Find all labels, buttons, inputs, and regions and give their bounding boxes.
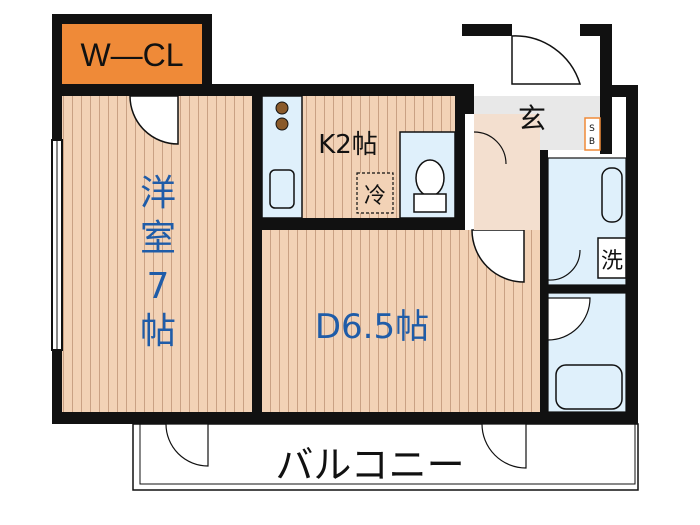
stove-burner-icon	[275, 101, 289, 115]
sink-icon	[269, 169, 295, 209]
fridge-space	[356, 172, 394, 214]
entrance-label: 玄	[518, 102, 546, 135]
kitchen: K2帖 冷	[261, 95, 456, 219]
shoe-box-label-s: S	[589, 124, 595, 134]
western-room-label-4: 帖	[140, 311, 176, 352]
kitchen-label: K2帖	[318, 130, 378, 160]
washer-label: 洗	[601, 249, 623, 274]
bathroom	[547, 292, 627, 413]
walk-in-closet: W—CL	[62, 24, 202, 84]
balcony: バルコニー	[132, 423, 639, 491]
bathtub-icon	[555, 364, 623, 410]
western-room-label-3: 7	[147, 266, 170, 307]
washer-space	[597, 237, 627, 279]
western-room: 洋 室 7 帖	[51, 95, 252, 412]
shoe-box-label-b: B	[589, 137, 595, 147]
fridge-label: 冷	[364, 184, 386, 209]
toilet-tank-icon	[413, 193, 447, 213]
toilet-icon	[415, 159, 445, 197]
stove-burner-icon	[275, 117, 289, 131]
western-room-label-2: 室	[140, 218, 176, 259]
washbasin-icon	[601, 167, 623, 223]
balcony-label: バルコニー	[275, 443, 464, 487]
dining-room: D6.5帖	[262, 229, 540, 412]
washroom: 洗	[547, 157, 627, 286]
shoe-box	[584, 117, 601, 151]
dining-label: D6.5帖	[315, 307, 429, 347]
walk-in-closet-label: W—CL	[80, 37, 183, 73]
western-room-label-1: 洋	[140, 173, 176, 214]
entrance: 玄 S B	[473, 35, 601, 230]
